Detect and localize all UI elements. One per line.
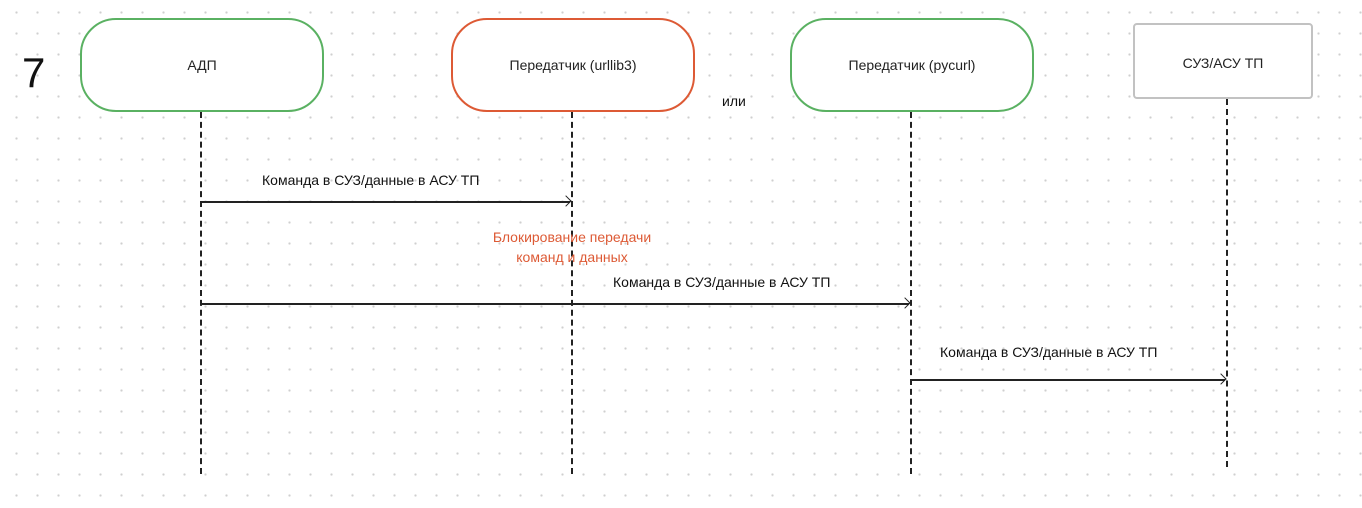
actor-adp-label: АДП: [187, 57, 217, 73]
actor-adp[interactable]: АДП: [80, 18, 324, 112]
actor-sender-pycurl-label: Передатчик (pycurl): [848, 57, 976, 73]
actor-sender-urllib3-label: Передатчик (urllib3): [509, 57, 637, 73]
message-label-adp-to-urllib3: Команда в СУЗ/данные в АСУ ТП: [262, 172, 480, 188]
message-arrow-pycurl-to-suz: [911, 373, 1227, 386]
message-arrow-adp-to-pycurl: [201, 297, 911, 310]
step-number: 7: [22, 49, 46, 96]
message-arrow-adp-to-urllib3: [201, 195, 572, 208]
or-label: или: [722, 93, 746, 109]
message-label-pycurl-to-suz: Команда в СУЗ/данные в АСУ ТП: [940, 344, 1158, 360]
arrow-head-icon: [1215, 373, 1227, 385]
actor-sender-pycurl[interactable]: Передатчик (pycurl): [790, 18, 1034, 112]
arrow-head-icon: [899, 297, 911, 309]
lifeline-sender-urllib3: [571, 112, 573, 474]
message-label-adp-to-pycurl: Команда в СУЗ/данные в АСУ ТП: [613, 274, 831, 290]
block-note: Блокирование передачи команд и данных: [478, 227, 666, 267]
actor-suz-asutp[interactable]: СУЗ/АСУ ТП: [1133, 23, 1313, 99]
lifeline-adp: [200, 112, 202, 474]
lifeline-sender-pycurl: [910, 112, 912, 474]
arrow-head-icon: [560, 195, 572, 207]
lifeline-suz-asutp: [1226, 99, 1228, 467]
block-note-line2: команд и данных: [516, 249, 628, 265]
block-note-line1: Блокирование передачи: [492, 229, 652, 245]
actor-suz-asutp-label: СУЗ/АСУ ТП: [1182, 55, 1264, 71]
actor-sender-urllib3[interactable]: Передатчик (urllib3): [451, 18, 695, 112]
